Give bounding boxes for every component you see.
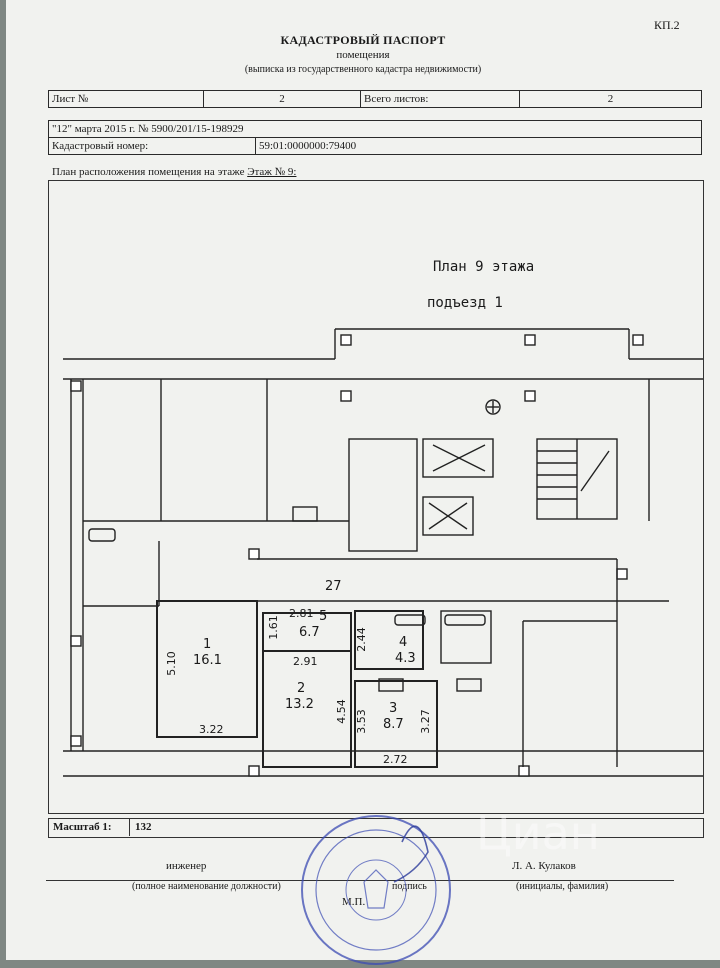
document-page: КП.2 КАДАСТРОВЫЙ ПАСПОРТ помещения (выпи… — [6, 0, 720, 965]
dimension-label: 2.91 — [293, 655, 318, 668]
dimension-label: 2.44 — [354, 627, 368, 652]
sign-caption: подпись — [392, 881, 427, 892]
sheet-value: 2 — [203, 90, 361, 108]
dimension-label: 4.54 — [334, 699, 348, 724]
dimension-label: 2.81 — [289, 607, 314, 620]
room-number: 4 — [399, 635, 408, 650]
corridor-number: 27 — [325, 579, 342, 594]
scale-row: Масштаб 1: 132 — [48, 818, 704, 838]
room-number: 5 — [319, 609, 328, 624]
dimension-label: 3.22 — [199, 723, 224, 736]
dimension-label: 1.61 — [266, 615, 280, 640]
room-number: 2 — [297, 681, 306, 696]
dimension-label: 2.72 — [383, 753, 408, 766]
sheet-table: Лист № 2 Всего листов: 2 — [48, 90, 702, 108]
dimension-label: 3.27 — [418, 709, 432, 734]
official-seal-stamp — [301, 815, 451, 965]
total-sheets-label: Всего листов: — [360, 90, 520, 108]
room-number: 1 — [203, 637, 212, 652]
plan-caption-text: План расположения помещения на этаже — [52, 166, 245, 178]
document-excerpt-note: (выписка из государственного кадастра не… — [244, 64, 482, 75]
floor-reference: Этаж № 9: — [247, 166, 297, 178]
plan-entrance: подъезд 1 — [427, 295, 503, 311]
room-area: 16.1 — [193, 653, 222, 668]
position-caption: (полное наименование должности) — [132, 881, 281, 892]
room-area: 8.7 — [383, 717, 404, 732]
room-area: 4.3 — [395, 651, 416, 666]
floor-plan-drawing — [63, 328, 703, 777]
document-subtitle: помещения — [336, 49, 390, 61]
watermark: Циан — [476, 806, 600, 860]
plan-title: План 9 этажа — [433, 259, 535, 275]
name-caption: (инициалы, фамилия) — [516, 881, 609, 892]
cadastral-label: Кадастровый номер: — [48, 137, 256, 155]
document-title: КАДАСТРОВЫЙ ПАСПОРТ — [280, 33, 446, 47]
dimension-label: 5.10 — [164, 651, 178, 676]
plan-caption: План расположения помещения на этаже Эта… — [52, 166, 296, 178]
scale-value: 132 — [135, 821, 152, 833]
signer-name: Л. А. Кулаков — [512, 860, 576, 872]
floor-plan: План 9 этажа подъезд 1 27 1 16.1 2 13.2 … — [48, 180, 704, 814]
room-area: 13.2 — [285, 697, 314, 712]
form-code: КП.2 — [654, 18, 680, 32]
scale-label: Масштаб 1: — [53, 821, 112, 833]
scale-divider — [129, 818, 130, 836]
cadastral-number: 59:01:0000000:79400 — [255, 137, 702, 155]
sheet-label: Лист № — [48, 90, 204, 108]
record-date-number: "12" марта 2015 г. № 5900/201/15-198929 — [48, 120, 702, 138]
record-table: "12" марта 2015 г. № 5900/201/15-198929 … — [48, 120, 702, 155]
room-number: 3 — [389, 701, 398, 716]
dimension-label: 3.53 — [354, 709, 368, 734]
room-area: 6.7 — [299, 625, 320, 640]
total-sheets-value: 2 — [519, 90, 702, 108]
signature-row: инженер Л. А. Кулаков — [46, 856, 674, 881]
signer-position: инженер — [166, 860, 207, 872]
